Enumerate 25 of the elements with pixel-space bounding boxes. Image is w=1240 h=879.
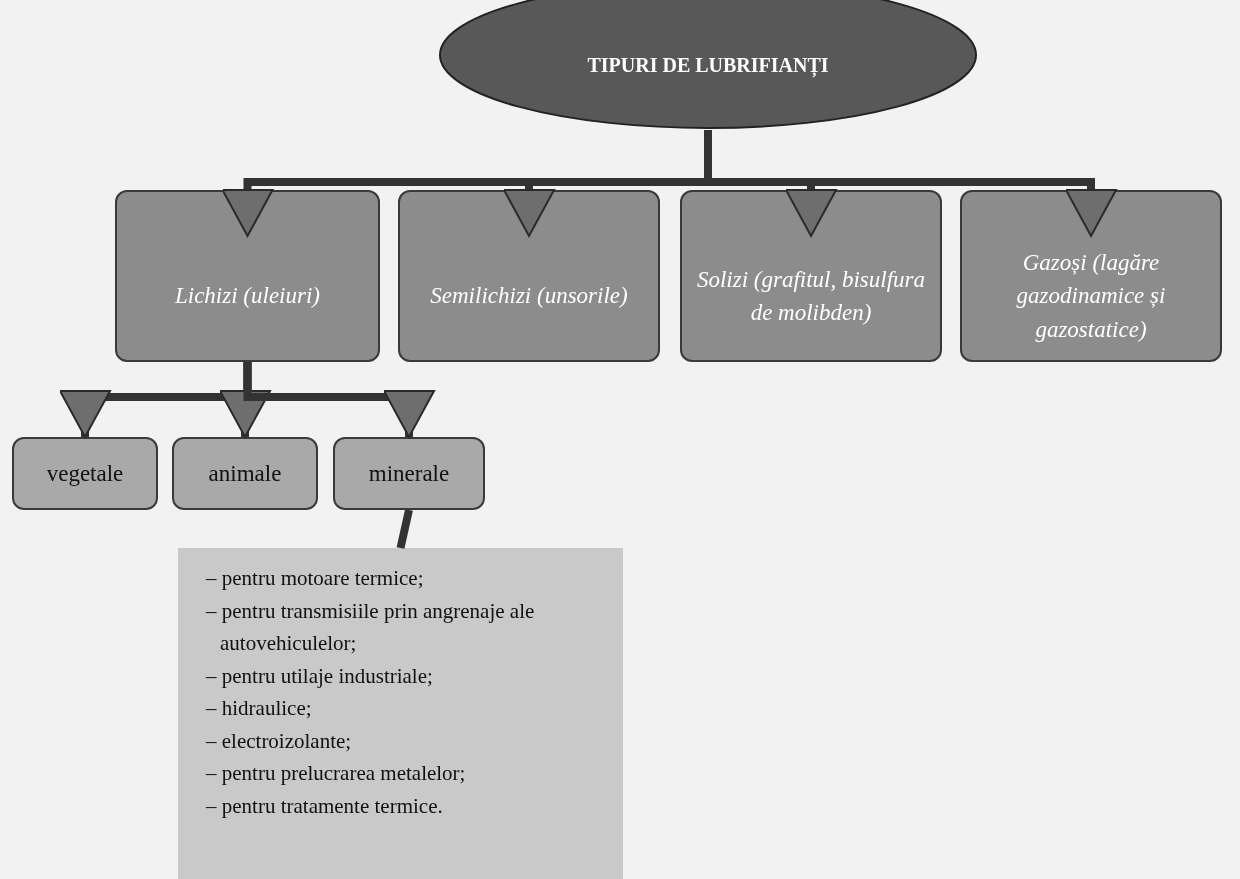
subcategory-box bbox=[172, 437, 318, 510]
subcategory-box bbox=[12, 437, 158, 510]
category-box bbox=[115, 190, 380, 362]
list-item: – pentru transmisiile prin angrenaje ale autovehiculelor; bbox=[206, 597, 536, 658]
category-box bbox=[960, 190, 1222, 362]
list-item: – pentru utilaje industriale; bbox=[206, 662, 433, 690]
title-text: TIPURI DE LUBRIFIANȚI bbox=[587, 53, 829, 77]
box-label: animale bbox=[208, 460, 282, 487]
subcategory-box bbox=[333, 437, 485, 510]
box-label: vegetale bbox=[46, 460, 124, 487]
box-label: minerale bbox=[368, 460, 450, 487]
box-label: Gazoși (lagăre gazodinamice și gazostatice) bbox=[1015, 249, 1167, 344]
box-label: Solizi (grafitul, bisulfura de molibden) bbox=[696, 265, 926, 327]
connector-line bbox=[396, 509, 413, 549]
list-item: – pentru prelucrarea metalelor; bbox=[206, 760, 466, 788]
list-item: – pentru tratamente termice. bbox=[206, 792, 443, 820]
box-label: Semilichizi (unsorile) bbox=[430, 282, 628, 311]
list-panel bbox=[178, 548, 623, 879]
connector-line bbox=[243, 362, 435, 438]
box-label: Lichizi (uleiuri) bbox=[175, 282, 320, 311]
list-item: – electroizolante; bbox=[206, 727, 352, 755]
category-box bbox=[398, 190, 660, 362]
category-box bbox=[680, 190, 942, 362]
list-item: – pentru motoare termice; bbox=[206, 565, 424, 592]
list-item: – hidraulice; bbox=[206, 695, 312, 723]
